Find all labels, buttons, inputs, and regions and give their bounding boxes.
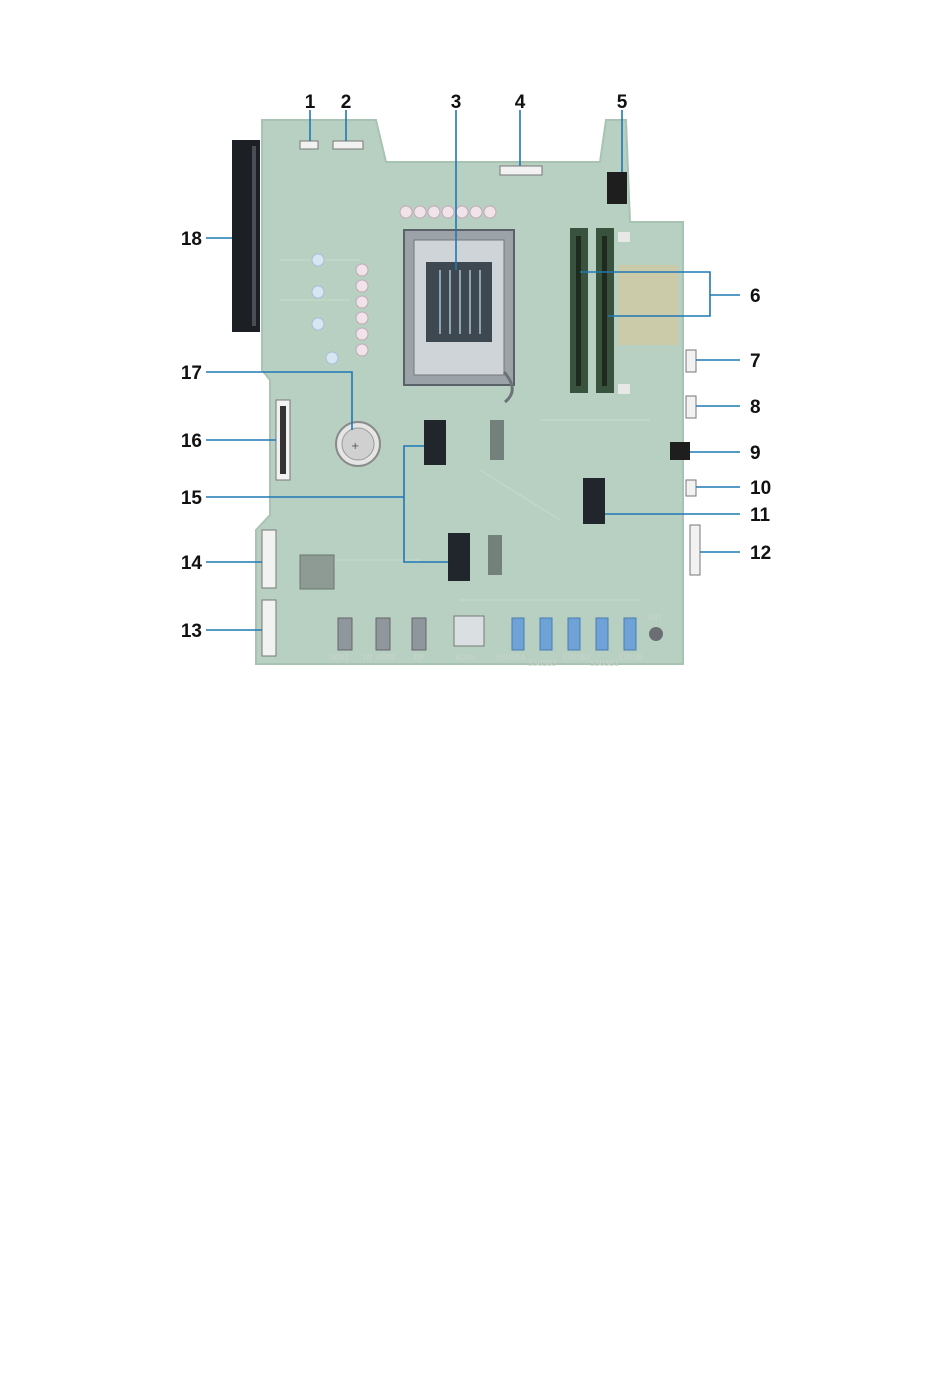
connector-9 [670,442,690,460]
callout-18: 18 [181,229,202,250]
callout-15: 15 [181,488,203,509]
callout-14: 14 [181,553,203,574]
silk-usb-3: SSUSB2 [562,653,591,662]
connector-12 [690,525,700,575]
connector-7 [686,350,696,372]
silk-audio: OUT [648,613,663,622]
callout-2: 2 [341,92,352,113]
callout-1: 1 [305,92,316,113]
silk-hdmi-in: IN HDMI [362,653,396,662]
callout-16: 16 [181,431,202,452]
ram-pad [618,265,678,345]
callout-8: 8 [750,397,761,418]
connector-1 [300,141,318,149]
callout-9: 9 [750,443,761,464]
connector-14 [262,530,276,588]
io-chip [300,555,334,589]
callout-13: 13 [181,621,202,642]
callout-6: 6 [750,286,761,307]
connector-10 [686,480,696,496]
callout-3: 3 [451,92,462,113]
m2-slot-right [583,478,605,524]
connector-8 [686,396,696,418]
svg-text:+: + [351,441,359,452]
connector-4 [500,166,542,175]
silk-hdmi-out: HDMI [330,653,349,662]
silk-usb-2: SSUSB3 [528,659,557,668]
callout-4: 4 [515,92,526,113]
callout-11: 11 [750,505,771,526]
silk-usb-1: SSUSB4 [496,653,525,662]
connector-13 [262,600,276,656]
callout-17: 17 [181,363,202,384]
m2-slot-lower [448,533,470,581]
silk-dp: DP [414,653,424,662]
silk-rj45: RJ45 [456,653,475,662]
silk-usb-4: SSUSB1 [590,659,619,668]
callout-10: 10 [750,478,771,499]
silk-usb-5: SSUSB [618,653,642,662]
connector-2 [333,141,363,149]
callout-7: 7 [750,351,761,372]
callout-12: 12 [750,543,771,564]
m2-slot-upper [424,420,446,465]
connector-5 [607,172,627,204]
callout-5: 5 [617,92,628,113]
